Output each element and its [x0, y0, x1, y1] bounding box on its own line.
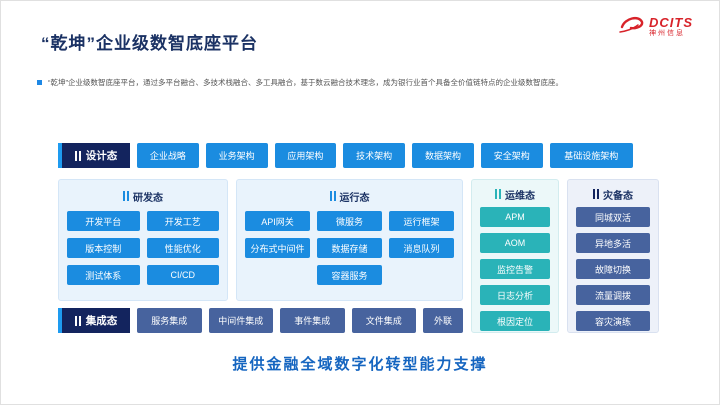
runtime-item: API网关 [245, 211, 310, 231]
dev-item: 性能优化 [146, 238, 219, 258]
ops-item: AOM [480, 233, 550, 253]
dr-box: 灾备态 同城双活 异地多活 故障切换 流量调拨 容灾演练 [567, 179, 659, 333]
integration-item: 事件集成 [280, 308, 345, 333]
dev-item: 测试体系 [67, 265, 140, 285]
integration-item: 服务集成 [137, 308, 202, 333]
design-row: 设计态 企业战略 业务架构 应用架构 技术架构 数据架构 安全架构 基础设施架构 [58, 143, 633, 168]
ops-box: 运维态 APM AOM 监控告警 日志分析 根因定位 [471, 179, 559, 333]
bars-icon [123, 191, 129, 201]
runtime-item: 运行框架 [389, 211, 454, 231]
bars-icon [74, 150, 81, 161]
design-item: 业务架构 [205, 143, 268, 168]
dr-label-text: 灾备态 [603, 190, 633, 202]
dr-item: 故障切换 [576, 259, 650, 279]
design-label-text: 设计态 [85, 150, 118, 162]
design-row-label: 设计态 [58, 143, 130, 168]
runtime-item: 分布式中间件 [245, 238, 310, 258]
design-item: 数据架构 [412, 143, 474, 168]
integration-label-text: 集成态 [85, 315, 118, 327]
dr-item: 流量调拨 [576, 285, 650, 305]
brand-logo: DCITS 神州信息 [619, 13, 693, 40]
design-item: 企业战略 [137, 143, 199, 168]
runtime-item: 消息队列 [389, 238, 454, 258]
runtime-box: 运行态 API网关 微服务 运行框架 分布式中间件 数据存储 消息队列 容器服务 [236, 179, 463, 301]
runtime-label-text: 运行态 [339, 192, 370, 204]
dr-item: 同城双活 [576, 207, 650, 227]
ops-item: 日志分析 [480, 285, 550, 305]
dev-box: 研发态 开发平台 开发工艺 版本控制 性能优化 测试体系 CI/CD [58, 179, 228, 301]
runtime-item: 数据存储 [317, 238, 382, 258]
ops-label-text: 运维态 [505, 190, 535, 202]
integration-item: 中间件集成 [208, 308, 273, 333]
design-item: 技术架构 [343, 143, 406, 168]
ops-item: 监控告警 [480, 259, 550, 279]
ops-item: APM [480, 207, 550, 227]
runtime-item: 容器服务 [317, 265, 382, 285]
dr-item: 容灾演练 [576, 311, 650, 331]
footer-slogan: 提供金融全域数字化转型能力支撑 [232, 356, 488, 373]
design-item: 安全架构 [480, 143, 543, 168]
bars-icon [329, 191, 336, 201]
integration-row-label: 集成态 [58, 308, 130, 333]
subtitle-row: “乾坤”企业级数智底座平台，通过多平台融合、多技术栈融合、多工具融合，基于数云融… [37, 77, 657, 88]
integration-row: 集成态 服务集成 中间件集成 事件集成 文件集成 外联 [58, 308, 463, 333]
dev-label-text: 研发态 [133, 192, 163, 204]
logo-brand-text: DCITS [649, 14, 693, 30]
integration-item: 外联 [423, 308, 463, 333]
dev-item: 版本控制 [67, 238, 140, 258]
dev-item: CI/CD [146, 265, 219, 285]
bars-icon [74, 315, 81, 326]
dr-item: 异地多活 [576, 233, 650, 253]
integration-item: 文件集成 [351, 308, 416, 333]
logo-swoosh-icon [619, 13, 645, 40]
runtime-item: 微服务 [317, 211, 382, 231]
subtitle-text: “乾坤”企业级数智底座平台，通过多平台融合、多技术栈融合、多工具融合，基于数云融… [48, 78, 563, 87]
page-title: “乾坤”企业级数智底座平台 [41, 34, 258, 53]
design-item: 基础设施架构 [549, 143, 633, 168]
dev-item: 开发工艺 [146, 211, 219, 231]
design-item: 应用架构 [274, 143, 337, 168]
dev-item: 开发平台 [67, 211, 140, 231]
bullet-square-icon [37, 80, 42, 85]
logo-company-text: 神州信息 [649, 29, 685, 37]
ops-item: 根因定位 [480, 311, 550, 331]
bars-icon [593, 189, 599, 199]
bars-icon [495, 189, 501, 199]
